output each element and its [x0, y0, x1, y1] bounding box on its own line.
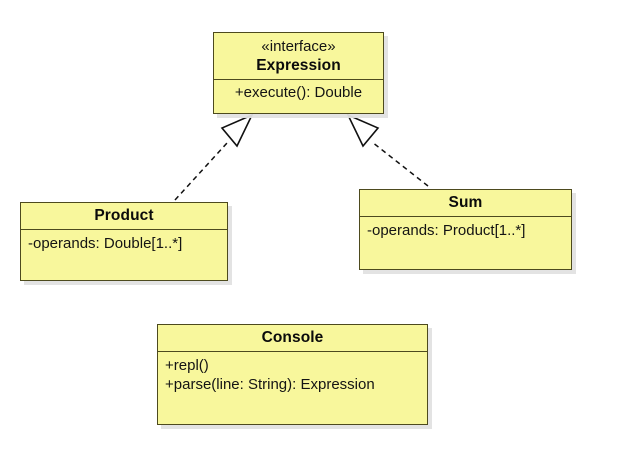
class-header-expression: «interface» Expression: [214, 33, 383, 79]
uml-class-expression[interactable]: «interface» Expression +execute(): Doubl…: [213, 32, 384, 114]
dashed-line-sum: [371, 141, 429, 187]
class-attributes-product: -operands: Double[1..*]: [21, 230, 227, 259]
class-name-product: Product: [94, 207, 154, 224]
class-attribute: -operands: Double[1..*]: [28, 235, 183, 252]
class-operation: +repl(): [165, 357, 209, 374]
dashed-line-product: [174, 142, 228, 201]
class-name-expression: Expression: [256, 57, 341, 74]
class-name-sum: Sum: [448, 194, 483, 211]
hollow-triangle-arrowhead-product: [220, 113, 254, 148]
class-stereotype-expression: «interface»: [261, 38, 336, 55]
class-attribute: -operands: Product[1..*]: [367, 222, 526, 239]
class-operations-console: +repl() +parse(line: String): Expression: [158, 352, 427, 400]
hollow-triangle-arrowhead-sum: [346, 113, 380, 148]
class-divider-product: [21, 229, 227, 230]
class-attributes-sum: -operands: Product[1..*]: [360, 217, 571, 246]
class-operation: +execute(): Double: [234, 84, 363, 101]
class-divider-sum: [360, 216, 571, 217]
uml-class-sum[interactable]: Sum -operands: Product[1..*]: [359, 189, 572, 270]
uml-class-product[interactable]: Product -operands: Double[1..*]: [20, 202, 228, 281]
class-header-product: Product: [21, 203, 227, 229]
class-operation: +parse(line: String): Expression: [165, 376, 375, 393]
class-operations-expression: +execute(): Double: [214, 80, 383, 108]
class-divider-console: [158, 351, 427, 352]
uml-class-console[interactable]: Console +repl() +parse(line: String): Ex…: [157, 324, 428, 425]
class-divider-expression: [214, 79, 383, 80]
class-name-console: Console: [261, 329, 324, 346]
class-header-sum: Sum: [360, 190, 571, 216]
realization-sum-to-expression: [346, 113, 429, 187]
realization-product-to-expression: [174, 113, 254, 201]
class-header-console: Console: [158, 325, 427, 351]
